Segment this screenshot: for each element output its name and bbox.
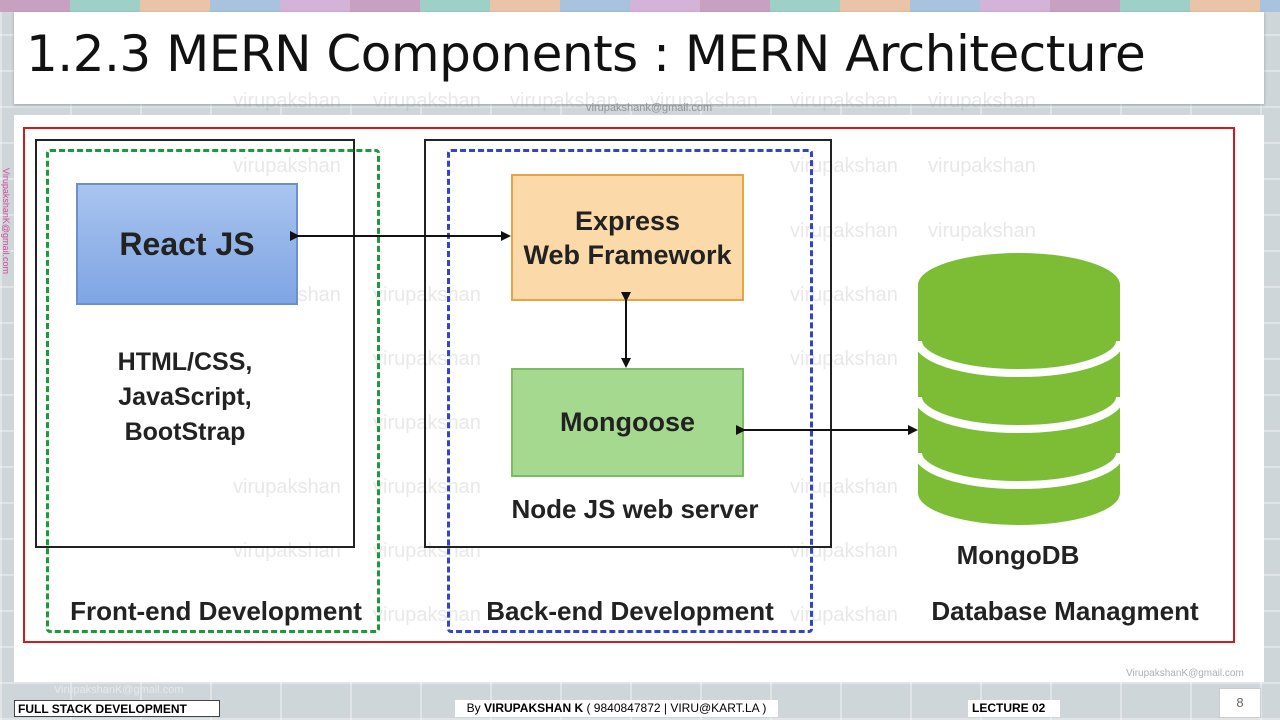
- mongoose-label: Mongoose: [560, 407, 695, 437]
- backend-dashed-boundary: [447, 149, 813, 633]
- database-section-label: Database Managment: [931, 596, 1199, 626]
- frontend-tech-item: JavaScript,: [118, 383, 252, 411]
- frontend-dashed-boundary: [46, 149, 380, 633]
- watermark-email-bottom: VirupakshanK@gmail.com: [1126, 668, 1244, 679]
- frontend-container: [35, 139, 355, 548]
- watermark: virupakshan: [233, 540, 341, 562]
- express-label-line: Web Framework: [523, 239, 732, 270]
- footer-course: FULL STACK DEVELOPMENT: [14, 700, 220, 717]
- footer-email: VirupakshanK@gmail.com: [54, 684, 184, 696]
- footer-author-prefix: By: [466, 701, 485, 715]
- express-node: Express Web Framework: [511, 174, 744, 301]
- title-box: 1.2.3 MERN Components : MERN Architectur…: [14, 12, 1264, 104]
- mongoose-node: Mongoose: [511, 368, 744, 477]
- watermark: virupakshan: [373, 412, 481, 434]
- footer-author-name: VIRUPAKSHAN K: [484, 701, 584, 715]
- watermark: virupakshan: [790, 540, 898, 562]
- watermark: virupakshan: [790, 155, 898, 177]
- express-label-line: Express: [574, 205, 681, 236]
- frontend-tech-item: BootStrap: [124, 418, 246, 446]
- watermark: virupakshan: [233, 476, 341, 498]
- nodejs-label: Node JS web server: [511, 494, 759, 524]
- database-cylinder-icon: [914, 253, 1124, 525]
- watermark: virupakshan: [510, 90, 618, 112]
- watermark: virupakshan: [928, 155, 1036, 177]
- page-number: 8: [1219, 688, 1261, 718]
- footer-lecture: LECTURE 02: [968, 700, 1060, 717]
- watermark: virupakshan: [373, 284, 481, 306]
- watermark: virupakshan: [790, 90, 898, 112]
- watermark: virupakshan: [373, 476, 481, 498]
- watermark: virupakshan: [790, 284, 898, 306]
- watermark-email: virupakshank@gmail.com: [586, 102, 713, 114]
- backend-container: [424, 139, 832, 548]
- frontend-tech-item: HTML/CSS,: [117, 348, 253, 376]
- react-js-label: React JS: [119, 225, 255, 262]
- footer-author-contact: ( 9840847872 | VIRU@KART.LA ): [583, 701, 767, 715]
- watermark: virupakshan: [373, 90, 481, 112]
- backend-section-label: Back-end Development: [486, 596, 774, 626]
- watermark: virupakshan: [790, 476, 898, 498]
- side-email: VirupakshanK@gmail.com: [1, 168, 11, 275]
- watermark: virupakshan: [928, 220, 1036, 242]
- watermark: virupakshan: [373, 604, 481, 626]
- mongodb-label: MongoDB: [956, 540, 1080, 570]
- footer-author: By VIRUPAKSHAN K ( 9840847872 | VIRU@KAR…: [455, 700, 778, 717]
- watermark: virupakshan: [790, 348, 898, 370]
- watermark: virupakshan: [233, 90, 341, 112]
- slide-title: 1.2.3 MERN Components : MERN Architectur…: [26, 25, 1146, 83]
- watermark: virupakshan: [650, 90, 758, 112]
- frontend-tech-list: HTML/CSS, JavaScript, BootStrap: [76, 345, 294, 450]
- watermark: virupakshan: [790, 604, 898, 626]
- frontend-section-label: Front-end Development: [70, 596, 362, 626]
- react-js-node: React JS: [76, 183, 298, 305]
- background-tiles: [0, 0, 1280, 12]
- watermark: virupakshan: [373, 348, 481, 370]
- watermark: virupakshan: [233, 155, 341, 177]
- watermark: virupakshan: [790, 220, 898, 242]
- watermark: virupakshan: [373, 540, 481, 562]
- watermark: virupakshan: [928, 90, 1036, 112]
- diagram-frame: [23, 127, 1235, 643]
